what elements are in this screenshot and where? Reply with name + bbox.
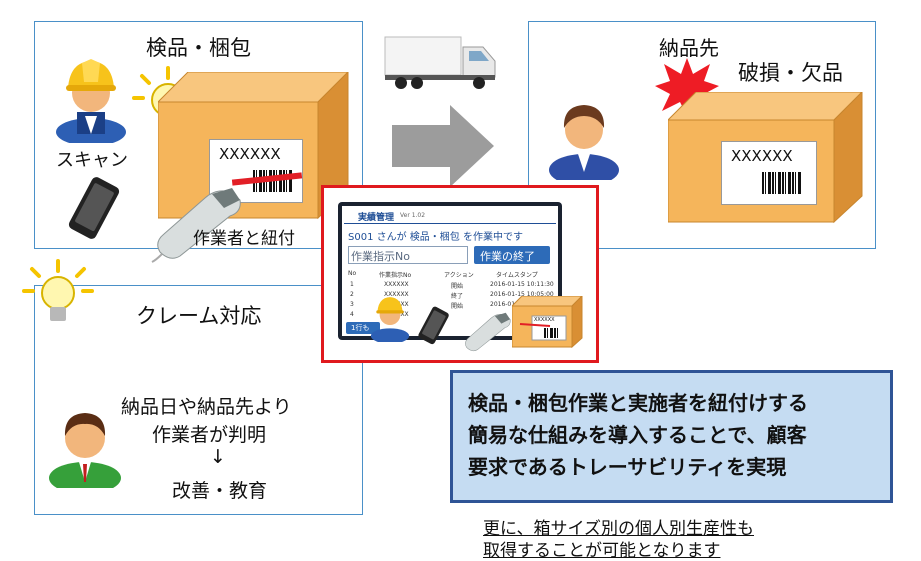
one-row-button[interactable]	[346, 322, 380, 334]
truck-icon	[384, 36, 496, 89]
order-number-input[interactable]	[348, 246, 468, 264]
row-3-action: 開始	[451, 303, 464, 310]
worker-helmet-icon	[56, 59, 126, 143]
manager-icon	[49, 413, 121, 488]
summary-line1: 検品・梱包作業と実施者を紐付けする	[468, 391, 808, 415]
row-4-no: 4	[350, 311, 354, 318]
barcode-scanner-icon	[151, 188, 241, 263]
footnote-line2: 取得することが可能となります	[483, 541, 721, 561]
row-2-action: 終了	[451, 293, 464, 300]
one-row-button-label: 1行も	[351, 324, 370, 332]
row-2-time: 2016-01-15 10:05:00	[490, 291, 554, 298]
smartphone-icon	[68, 177, 120, 239]
app-worker-icon	[370, 297, 410, 342]
row-2-order: XXXXXX	[384, 291, 409, 298]
app-box-barcode	[544, 328, 560, 338]
scan-label: スキャン	[56, 150, 128, 171]
box-label-text: XXXXXX	[219, 145, 281, 163]
flow-arrow-icon	[392, 105, 494, 187]
order-number-placeholder: 作業指示No	[351, 250, 410, 263]
row-2-no: 2	[350, 291, 354, 298]
row-3-time: 2016-01-15	[490, 301, 525, 308]
claim-title: クレーム対応	[136, 304, 262, 328]
link-label: 作業者と紐付	[193, 229, 295, 249]
end-work-button[interactable]	[474, 246, 550, 264]
row-1-action: 開始	[451, 283, 464, 290]
summary-box	[450, 370, 893, 503]
claim-arrow: ↓	[210, 446, 226, 468]
app-title: 実績管理	[358, 213, 395, 223]
delivered-barcode	[762, 172, 802, 194]
claim-line1: 納品日や納品先より	[121, 396, 292, 418]
delivered-label-text: XXXXXX	[731, 147, 793, 165]
app-status: S001 さんが 検品・梱包 を作業中です	[348, 232, 523, 243]
col-timestamp: タイムスタンプ	[496, 272, 538, 279]
app-box	[512, 296, 583, 348]
app-title-rule	[344, 223, 556, 224]
col-order: 作業指示No	[379, 272, 412, 279]
inspection-title: 検品・梱包	[146, 36, 251, 60]
destination-title: 納品先	[659, 36, 719, 60]
end-work-button-label: 作業の終了	[480, 250, 535, 263]
summary-line2: 簡易な仕組みを導入することで、顧客	[468, 423, 807, 447]
claim-lightbulb-icon	[22, 259, 94, 321]
row-1-time: 2016-01-15 10:11:30	[490, 281, 554, 288]
customer-icon	[549, 105, 619, 180]
col-no: No	[348, 270, 357, 277]
claim-line3: 改善・教育	[172, 480, 268, 502]
app-smartphone-icon	[418, 306, 449, 345]
claim-line2: 作業者が判明	[152, 424, 267, 446]
app-box-label: XXXXXX	[534, 317, 555, 323]
footnote-line1: 更に、箱サイズ別の個人別生産性も	[483, 519, 754, 539]
row-3-no: 3	[350, 301, 354, 308]
summary-line3: 要求であるトレーサビリティを実現	[468, 455, 787, 479]
row-1-order: XXXXXX	[384, 281, 409, 288]
row-1-no: 1	[350, 281, 354, 288]
damage-label: 破損・欠品	[738, 61, 843, 85]
app-scanner-icon	[465, 312, 511, 352]
app-version: Ver 1.02	[400, 212, 426, 219]
col-action: アクション	[444, 272, 474, 279]
